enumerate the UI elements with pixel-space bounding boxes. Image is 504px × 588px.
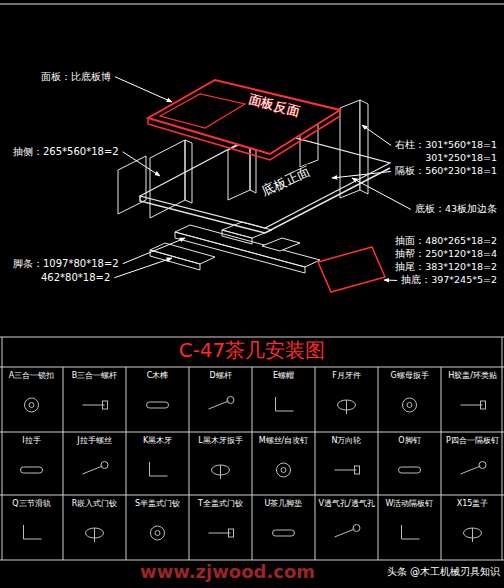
- hardware-icon: [402, 525, 420, 539]
- table-line: [378, 367, 379, 560]
- table-cell: U茶几脚垫: [265, 499, 303, 508]
- table-line: [315, 367, 316, 560]
- table-line: [126, 367, 127, 560]
- hardware-icon: [83, 401, 108, 409]
- part-dimension: 抽面：480*265*18=2: [394, 236, 498, 247]
- hardware-icon: [338, 400, 356, 414]
- table-cell: G螺母扳手: [390, 371, 428, 380]
- table-cell: B三合一螺杆: [72, 371, 118, 380]
- table-cell: L黑木牙扳手: [198, 436, 242, 445]
- table-cell: V透气孔/透气孔: [318, 499, 374, 508]
- hardware-icon: [150, 462, 168, 476]
- hardware-icon: [21, 467, 43, 473]
- part-dimension: 抽侧：265*560*18=2: [12, 146, 120, 158]
- part-dimension: 462*80*18=2: [40, 272, 111, 284]
- panel-label: 底板正面: [258, 164, 315, 201]
- hardware-icon: [273, 530, 295, 536]
- hardware-icon: [147, 402, 169, 408]
- drawer-piece: [262, 238, 300, 251]
- hardware-icon: [276, 397, 294, 411]
- table-line: [252, 367, 253, 560]
- table-cell: K黑木牙: [143, 436, 172, 445]
- watermark: www.zjwood.com: [140, 562, 315, 583]
- hardware-icon: [83, 462, 109, 475]
- hardware-icon: [399, 467, 421, 473]
- table-grid: [0, 337, 504, 560]
- leader-line: [384, 280, 397, 281]
- hardware-icon: [212, 465, 230, 479]
- drawer-piece-edge: [222, 230, 252, 244]
- hardware-icon: [25, 398, 39, 412]
- table-cell: R嵌入式门铰: [72, 499, 118, 508]
- hardware-icon: [86, 528, 104, 542]
- hardware-icon: [403, 398, 417, 412]
- panel-recess: [160, 94, 245, 128]
- table-line: [2, 337, 3, 560]
- hardware-icon: [209, 397, 235, 410]
- table-cell: H胶盖/环类贴: [448, 371, 497, 380]
- hardware-icon: [209, 529, 234, 537]
- hardware-icons: [21, 397, 487, 543]
- hardware-icon: [464, 528, 482, 542]
- leg-bar-short: [150, 243, 215, 264]
- table-cell: D螺杆: [209, 371, 231, 380]
- table-cell: I拉手: [22, 436, 40, 445]
- panel-shape: 面板反面: [146, 76, 342, 166]
- part-dimension: 脚条：1097*80*18=2: [12, 258, 120, 270]
- table-cell: Q三节滑轨: [12, 499, 50, 508]
- part-dimension: 面板：比底板博: [40, 71, 112, 83]
- part-dimension: 底板：43板加边条: [414, 204, 498, 215]
- panel-face: [140, 130, 390, 228]
- hardware-icon: [335, 525, 361, 538]
- table-line: [502, 337, 503, 560]
- leader-line: [115, 77, 172, 102]
- table-cell: F月牙件: [332, 371, 361, 380]
- table-cell: J拉手螺丝: [77, 436, 111, 445]
- table-line: [189, 367, 190, 560]
- hardware-icon: [24, 525, 42, 539]
- table-line: [63, 367, 64, 560]
- hardware-icon: [151, 526, 165, 540]
- part-dimension: 抽尾：383*120*18=2: [394, 262, 498, 273]
- panel-thickness: [140, 168, 390, 233]
- panel-face: [148, 80, 340, 154]
- leader-line: [123, 238, 185, 264]
- table-cell: A三合一锁扣: [9, 371, 54, 380]
- hardware-icon: [335, 466, 360, 474]
- leader-line: [362, 125, 391, 145]
- table-cell: X15盖子: [457, 499, 489, 508]
- table-cell: P四合一隔板钉: [446, 436, 499, 445]
- table-line: [441, 367, 442, 560]
- table-cell: M螺丝/自攻钉: [259, 436, 309, 445]
- part-dimension: 抽帮：250*120*18=4: [394, 249, 498, 260]
- hardware-icon: [461, 462, 487, 475]
- table-cell: S半盖式门铰: [135, 499, 180, 508]
- part-dimension: 301*250*18=1: [424, 153, 498, 164]
- furniture-parts: [0, 4, 504, 560]
- leader-line: [114, 258, 172, 278]
- frame-line: [0, 4, 504, 5]
- part-dimension: 隔板：560*230*18=1: [394, 166, 498, 177]
- watermark: 头条 @木工机械刃具知识: [387, 566, 500, 578]
- table-cell: W活动隔板钉: [386, 499, 434, 508]
- table-line: [0, 337, 504, 338]
- leg-bar-edge: [150, 250, 200, 270]
- table-cell: C木榫: [147, 371, 169, 380]
- drawer-front: [318, 247, 385, 292]
- part-dimension: 抽底：397*245*5=2: [400, 275, 498, 286]
- table-cell: E螺帽: [273, 371, 294, 380]
- diagram-title: C-47茶几安装图: [0, 339, 504, 362]
- panel-outline: [146, 76, 342, 166]
- table-cell: N万向轮: [332, 436, 362, 445]
- leader-line: [123, 152, 160, 176]
- table-cell: O脚钉: [398, 436, 420, 445]
- hardware-icon: [461, 401, 486, 409]
- hardware-icon: [277, 463, 291, 477]
- part-dimension: 右柱：301*560*18=1: [394, 140, 498, 151]
- table-cell: T全盖式门铰: [198, 499, 243, 508]
